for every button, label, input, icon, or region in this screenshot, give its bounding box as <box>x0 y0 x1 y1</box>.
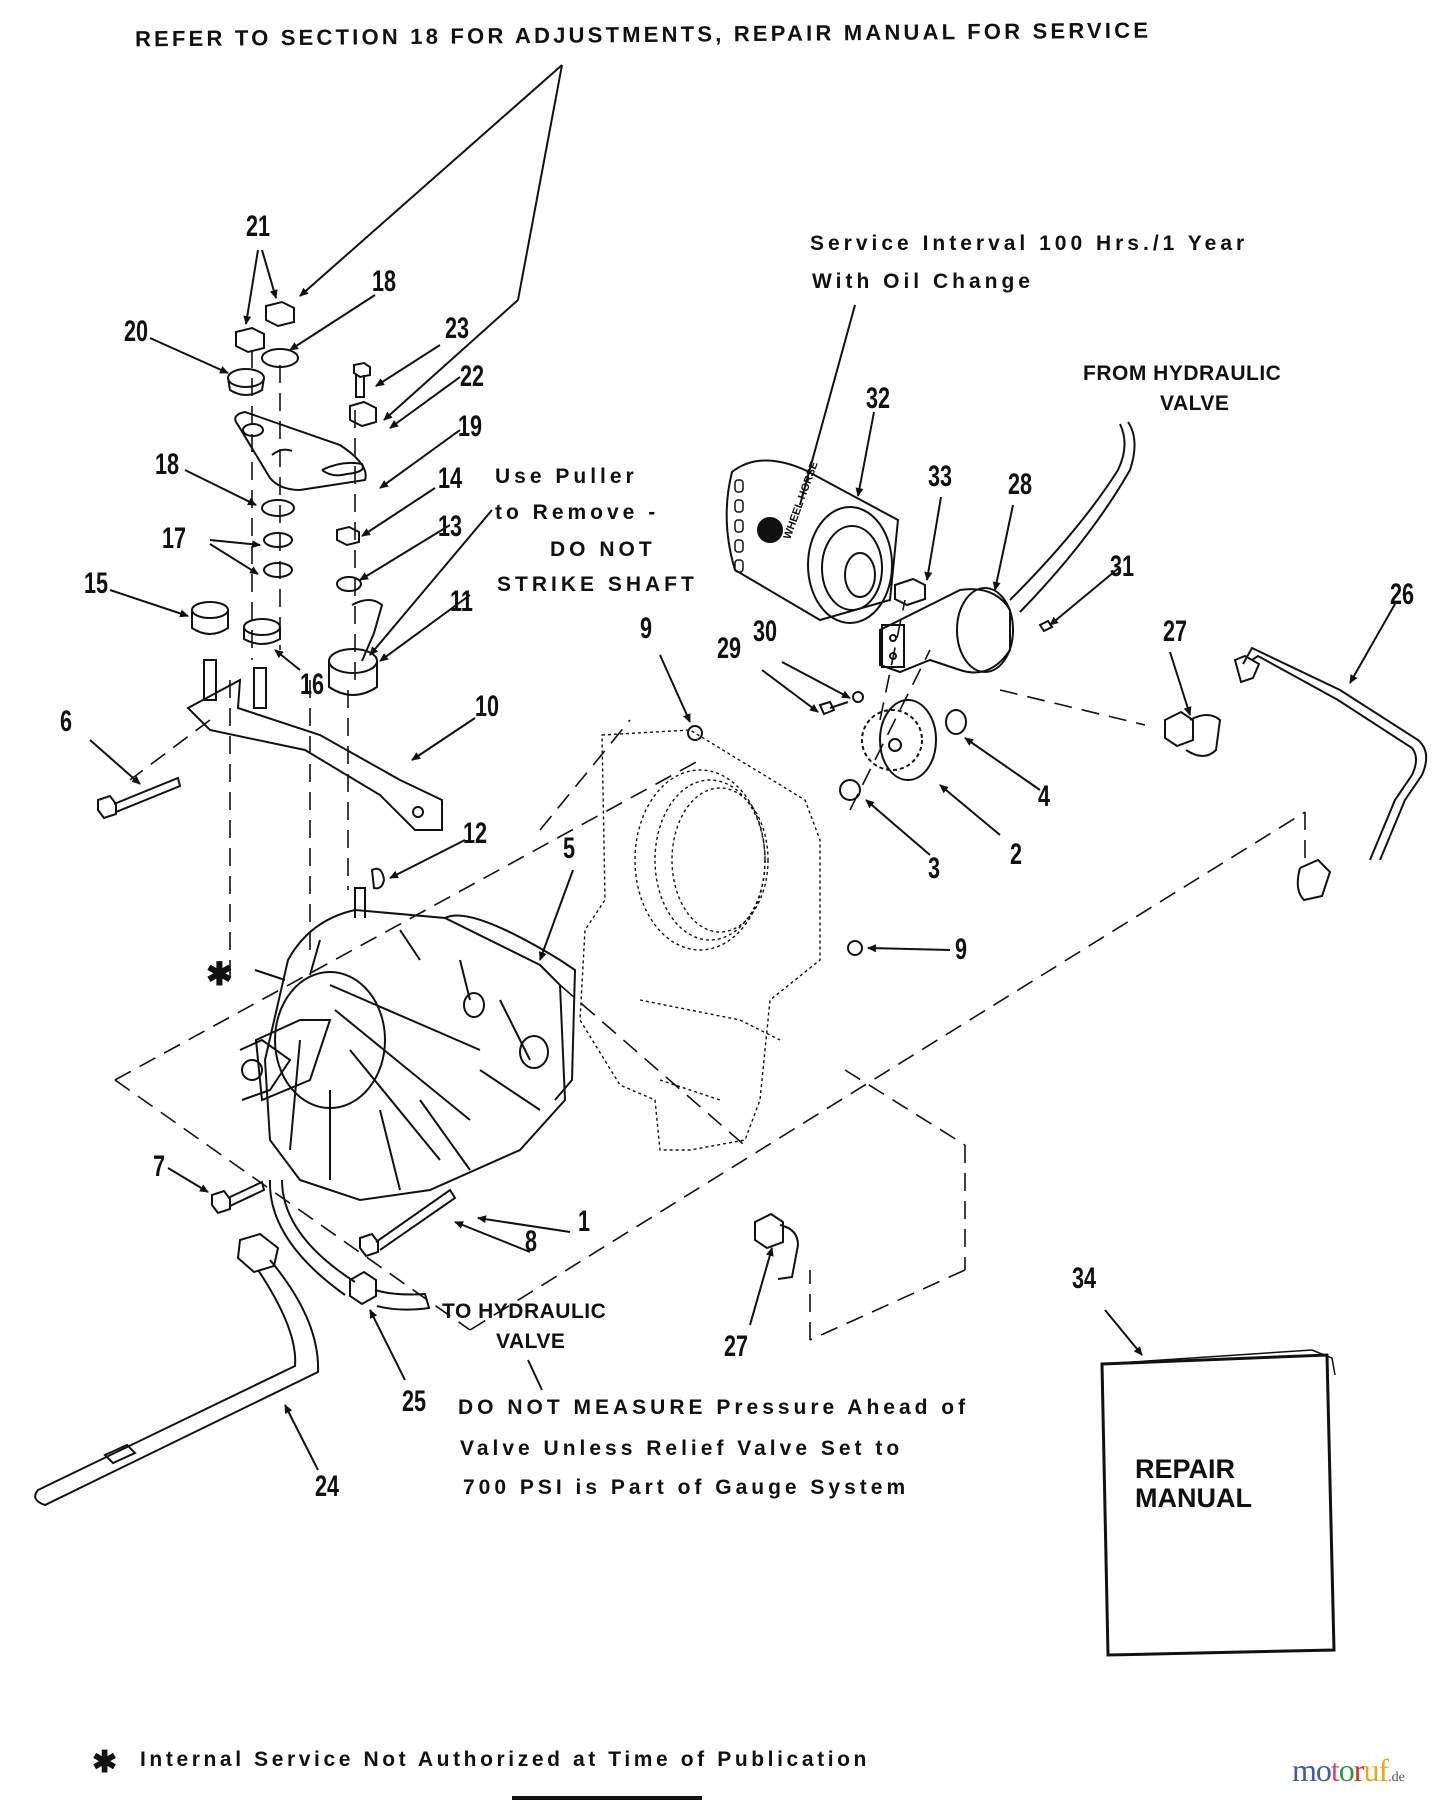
part-label-1: 1 <box>578 1205 591 1238</box>
nut-9-top <box>687 725 703 741</box>
oil-filter <box>725 459 900 624</box>
part-label-9-top: 9 <box>640 612 653 645</box>
bolt-6 <box>97 776 182 820</box>
part-label-28: 28 <box>1008 468 1033 501</box>
washers-and-nuts <box>191 499 384 709</box>
bolt-7 <box>211 1180 266 1215</box>
part-label-20: 20 <box>124 315 149 348</box>
mounting-bracket <box>186 678 443 831</box>
footer-note: Internal Service Not Authorized at Time … <box>140 1748 870 1771</box>
part-label-30: 30 <box>753 615 778 648</box>
drive-gear <box>818 691 967 801</box>
pressure-warning-line1: DO NOT MEASURE Pressure Ahead of <box>458 1396 970 1419</box>
watermark-letter: r <box>1353 1752 1365 1788</box>
puller-note-line4: STRIKE SHAFT <box>497 573 698 596</box>
watermark-logo: motoruf.de <box>1292 1752 1405 1789</box>
elbow-fitting-lower <box>754 1212 800 1280</box>
part-label-17: 17 <box>162 522 187 555</box>
service-interval-note-line1: Service Interval 100 Hrs./1 Year <box>810 232 1249 255</box>
watermark-letter: m <box>1292 1752 1317 1788</box>
woodruff-key <box>370 867 386 890</box>
footer-bar <box>512 1796 702 1800</box>
part-label-26: 26 <box>1390 578 1415 611</box>
part-label-18-lower: 18 <box>155 448 180 481</box>
part-label-21: 21 <box>246 210 271 243</box>
part-label-27-upper: 27 <box>1163 615 1188 648</box>
elbow-fitting-upper <box>1164 710 1222 757</box>
oil-line-tube <box>1233 646 1428 902</box>
part-label-3: 3 <box>928 852 941 885</box>
service-interval-note-line2: With Oil Change <box>812 270 1034 293</box>
upper-bracket-assembly <box>227 300 377 492</box>
part-label-12: 12 <box>463 817 488 850</box>
part-label-22: 22 <box>460 360 485 393</box>
puller-note-line3: DO NOT <box>550 538 656 561</box>
part-label-8: 8 <box>525 1225 538 1258</box>
hydraulic-supply-tube <box>1009 421 1136 613</box>
part-label-31: 31 <box>1110 550 1135 583</box>
part-label-18-top: 18 <box>372 265 397 298</box>
filter-adapter <box>879 577 1054 674</box>
part-label-15: 15 <box>84 567 109 600</box>
nut-9-bottom <box>847 940 863 956</box>
part-label-11: 11 <box>450 585 473 618</box>
asterisk-marker: ✱ <box>206 956 233 992</box>
watermark-letter: o <box>1338 1752 1355 1788</box>
part-label-23: 23 <box>445 312 470 345</box>
alignment-dashed-lines <box>114 350 1306 1341</box>
part-label-24: 24 <box>315 1470 340 1503</box>
bolt-8 <box>359 1188 457 1258</box>
title-leader-lines <box>299 64 563 421</box>
watermark-letter: t <box>1330 1752 1340 1788</box>
part-label-9-bottom: 9 <box>955 933 968 966</box>
part-label-19: 19 <box>458 410 483 443</box>
from-hydraulic-valve-line2: VALVE <box>1160 392 1230 415</box>
watermark-suffix: .de <box>1388 1770 1405 1785</box>
part-label-27-lower: 27 <box>724 1330 749 1363</box>
pressure-warning-line2: Valve Unless Relief Valve Set to <box>460 1437 904 1460</box>
part-label-33: 33 <box>928 460 953 493</box>
repair-manual-title-line1: REPAIR <box>1135 1454 1236 1484</box>
part-label-10: 10 <box>475 690 500 723</box>
watermark-letter: u <box>1363 1752 1379 1788</box>
pressure-warning-line3: 700 PSI is Part of Gauge System <box>463 1476 910 1499</box>
puller-note-line2: to Remove - <box>495 501 660 524</box>
label-arrows <box>89 249 1396 1471</box>
part-label-6: 6 <box>60 705 73 738</box>
part-label-16: 16 <box>300 668 325 701</box>
part-label-34: 34 <box>1072 1262 1097 1295</box>
footer-asterisk: ✱ <box>92 1746 118 1779</box>
part-label-5: 5 <box>563 832 576 865</box>
filter-brand-text: WHEEL HORSE <box>782 460 821 541</box>
part-label-29: 29 <box>717 632 742 665</box>
from-hydraulic-valve-line1: FROM HYDRAULIC <box>1083 362 1282 385</box>
watermark-letter: f <box>1378 1752 1389 1788</box>
part-label-32: 32 <box>866 382 891 415</box>
to-hydraulic-valve-line2: VALVE <box>496 1330 566 1353</box>
watermark-letter: o <box>1315 1752 1332 1788</box>
pressure-tube <box>34 1232 320 1507</box>
part-label-2: 2 <box>1010 838 1023 871</box>
repair-manual-title-line2: MANUAL <box>1135 1483 1252 1513</box>
to-hydraulic-valve-line1: TO HYDRAULIC <box>442 1300 607 1323</box>
repair-manual-book <box>1100 1349 1336 1657</box>
part-label-4: 4 <box>1038 780 1051 813</box>
pump-housing <box>239 887 577 1202</box>
gear-case <box>579 729 821 1151</box>
return-hose <box>268 1179 431 1311</box>
part-label-7: 7 <box>153 1150 166 1183</box>
part-label-25: 25 <box>402 1385 427 1418</box>
part-label-13: 13 <box>438 510 463 543</box>
part-label-14: 14 <box>438 462 463 495</box>
puller-note-line1: Use Puller <box>495 465 638 488</box>
